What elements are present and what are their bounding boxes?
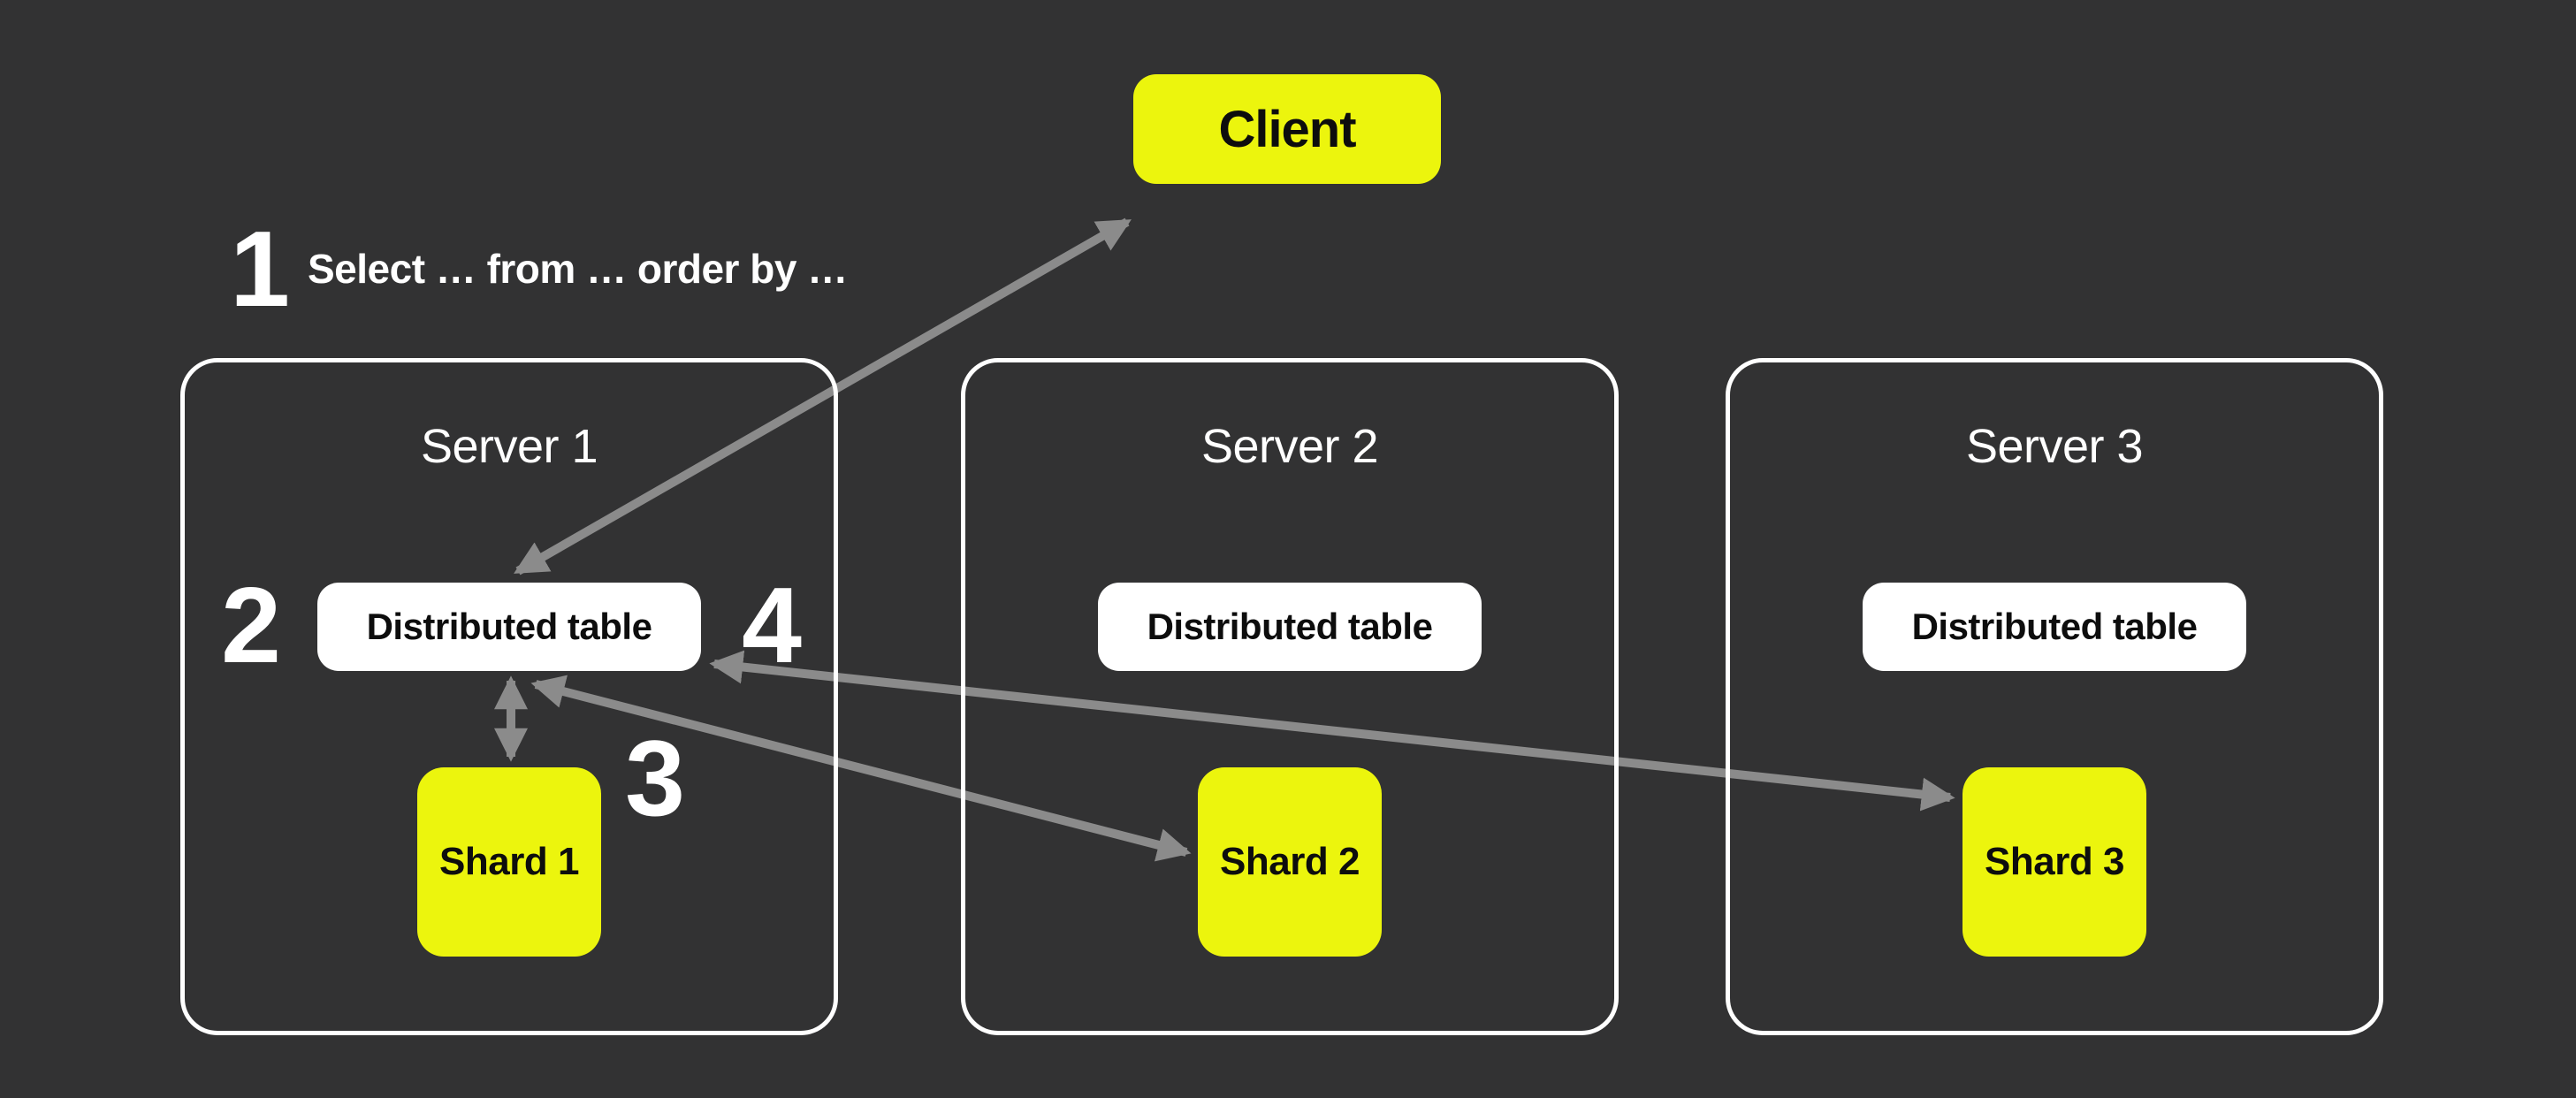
server-1-shard: Shard 1: [417, 767, 601, 957]
server-1-distributed-table-label: Distributed table: [366, 606, 652, 647]
server-3-distributed-table: Distributed table: [1863, 583, 2246, 671]
step-1-number: 1: [230, 209, 290, 329]
client-label: Client: [1218, 100, 1356, 158]
step-2-marker: 2: [198, 563, 304, 687]
server-3-distributed-table-label: Distributed table: [1911, 606, 2198, 647]
step-1-query-text: Select … from … order by …: [308, 246, 848, 292]
step-1-marker: 1: [210, 207, 309, 331]
step-3-number: 3: [625, 718, 685, 838]
server-2-distributed-table: Distributed table: [1098, 583, 1482, 671]
server-2-shard-label: Shard 2: [1220, 840, 1360, 883]
server-2-distributed-table-label: Distributed table: [1147, 606, 1433, 647]
server-2-box: Server 2 Distributed table Shard 2: [961, 358, 1619, 1035]
server-1-box: Server 1 Distributed table Shard 1: [180, 358, 838, 1035]
step-4-number: 4: [742, 565, 802, 685]
step-4-marker: 4: [719, 563, 825, 687]
server-3-label: Server 3: [1965, 420, 2144, 473]
server-1-shard-label: Shard 1: [439, 840, 579, 883]
server-3-box: Server 3 Distributed table Shard 3: [1726, 358, 2383, 1035]
client-box: Client: [1133, 74, 1441, 184]
server-2-shard: Shard 2: [1198, 767, 1382, 957]
step-3-marker: 3: [602, 716, 708, 840]
server-3-shard: Shard 3: [1962, 767, 2146, 957]
step-2-number: 2: [221, 565, 281, 685]
server-3-shard-label: Shard 3: [1985, 840, 2124, 883]
server-1-label: Server 1: [420, 420, 598, 473]
server-1-distributed-table: Distributed table: [317, 583, 701, 671]
server-2-label: Server 2: [1200, 420, 1379, 473]
